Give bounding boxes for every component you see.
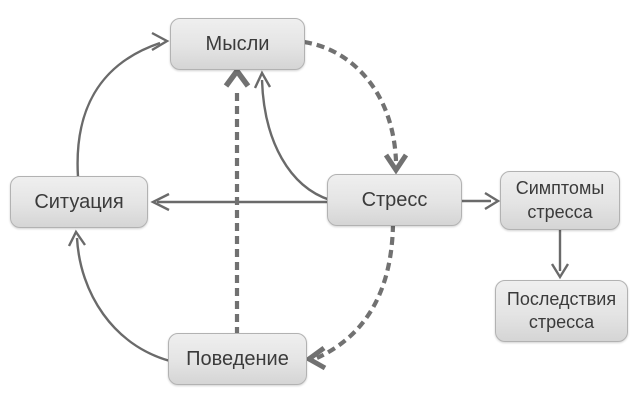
edge-stress-to-situation-arrow: [150, 192, 330, 212]
node-behavior-label: Поведение: [186, 348, 289, 370]
node-situation-label: Ситуация: [34, 191, 124, 213]
edge-behavior-to-thoughts-arrow: [223, 66, 251, 335]
node-stress: Стресс: [327, 174, 462, 226]
edge-symptoms-to-consequences-arrow: [550, 228, 570, 280]
edge-behavior-to-situation-arrow: [67, 229, 171, 363]
node-situation: Ситуация: [10, 176, 148, 228]
node-behavior: Поведение: [168, 333, 307, 385]
edge-stress-to-symptoms-arrow: [460, 191, 501, 211]
edge-stress-to-behavior-arrow: [304, 223, 396, 371]
edge-situation-to-thoughts-arrow: [76, 31, 170, 178]
node-thoughts: Мысли: [170, 18, 305, 70]
node-symptoms: Симптомы стресса: [500, 171, 620, 230]
node-thoughts-label: Мысли: [205, 33, 270, 55]
edge-thoughts-to-stress-arrow: [303, 39, 409, 175]
node-symptoms-label: Симптомы стресса: [515, 178, 605, 222]
node-consequences-label: Последствия стресса: [506, 288, 617, 332]
node-consequences: Последствия стресса: [495, 280, 628, 342]
edge-stress-to-thoughts-arrow: [253, 70, 331, 202]
node-stress-label: Стресс: [361, 189, 428, 211]
